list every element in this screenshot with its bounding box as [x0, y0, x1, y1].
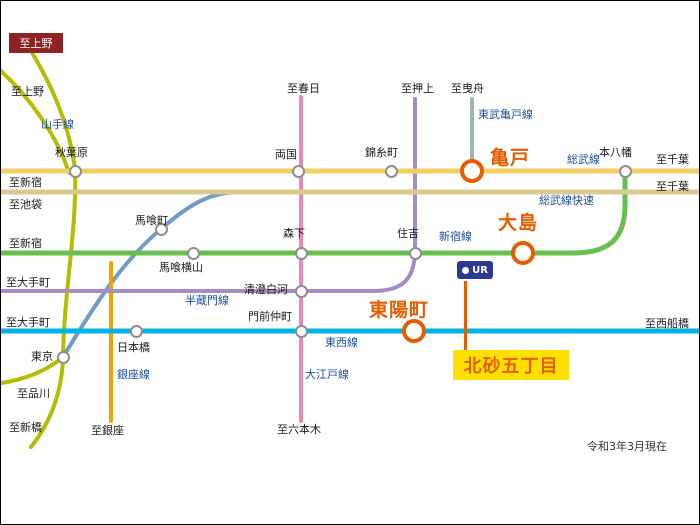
direction-label-to-ikebukuro: 至池袋: [9, 198, 42, 211]
station-marker-morishita: [294, 246, 308, 260]
corner-destination-box: 至上野: [9, 33, 63, 53]
station-label-monzen-nakacho: 門前仲町: [248, 310, 292, 323]
station-marker-kinshicho: [384, 164, 398, 178]
station-marker-bakurocho: [154, 222, 168, 236]
station-marker-monzen-nakacho: [294, 324, 308, 338]
highlight-label-kameido: 亀戸: [490, 147, 531, 169]
direction-label-to-shinagawa: 至品川: [17, 387, 50, 400]
station-label-tokyo: 東京: [31, 350, 53, 363]
station-marker-moto-yawata: [618, 164, 632, 178]
station-label-kiyosumi-shirakawa: 清澄白河: [244, 283, 288, 296]
ur-logo-icon: [462, 266, 470, 274]
line-label-ginza: 銀座線: [117, 368, 150, 381]
station-marker-sumiyoshi: [408, 246, 422, 260]
line-label-yamanote: 山手線: [41, 118, 74, 131]
direction-label-to-nishi-funabashi: 至西船橋: [645, 317, 689, 330]
station-marker-kiyosumi-shirakawa: [294, 284, 308, 298]
line-label-shinjuku: 新宿線: [439, 230, 472, 243]
direction-label-to-chiba-sobu: 至千葉: [656, 153, 689, 166]
ur-logo-badge: UR: [457, 261, 493, 279]
direction-label-to-kasuga: 至春日: [287, 82, 320, 95]
direction-label-to-chiba-rapid: 至千葉: [656, 180, 689, 193]
highlight-marker-kameido: [460, 159, 484, 183]
station-marker-akihabara: [68, 164, 82, 178]
line-label-sobu-rapid: 総武線快速: [539, 194, 594, 207]
direction-label-to-ginza: 至銀座: [91, 424, 124, 437]
station-label-sumiyoshi: 住吉: [397, 227, 419, 240]
destination-pointer-line: [464, 281, 467, 350]
station-label-bakuro-yokoyama: 馬喰横山: [159, 261, 203, 274]
station-label-akihabara: 秋葉原: [55, 146, 88, 159]
direction-label-to-shimbashi: 至新橋: [9, 421, 42, 434]
station-label-morishita: 森下: [283, 227, 305, 240]
station-marker-tokyo: [56, 350, 70, 364]
direction-label-to-roppongi: 至六本木: [277, 423, 321, 436]
direction-label-to-otemachi-hanzomon: 至大手町: [6, 276, 50, 289]
highlight-label-ojima: 大島: [498, 212, 539, 234]
highlight-marker-toyocho: [402, 319, 426, 343]
destination-label-box: 北砂五丁目: [453, 350, 569, 380]
station-marker-ryogoku: [291, 164, 305, 178]
yamanote-line-north2-path: [1, 69, 71, 175]
station-marker-nihombashi: [129, 324, 143, 338]
direction-label-to-shinjuku-toei: 至新宿: [9, 237, 42, 250]
station-label-nihombashi: 日本橋: [117, 341, 150, 354]
line-label-sobu: 総武線: [567, 153, 600, 166]
line-label-oedo: 大江戸線: [305, 368, 349, 381]
direction-label-to-otemachi-tozai: 至大手町: [6, 316, 50, 329]
line-label-tozai: 東西線: [325, 336, 358, 349]
direction-label-to-ueno: 至上野: [11, 85, 44, 98]
direction-label-to-oshiage: 至押上: [401, 82, 434, 95]
highlight-marker-ojima: [511, 241, 535, 265]
station-marker-bakuro-yokoyama: [186, 246, 200, 260]
direction-label-to-shinjuku-sobu: 至新宿: [9, 176, 42, 189]
line-label-tobu-kameido: 東武亀戸線: [478, 108, 533, 121]
direction-label-to-hikifune: 至曳舟: [451, 82, 484, 95]
map-date-note: 令和3年3月現在: [587, 440, 667, 453]
line-label-hanzomon: 半蔵門線: [185, 294, 229, 307]
station-label-moto-yawata: 本八幡: [599, 146, 632, 159]
yamanote-line-south-path: [29, 167, 78, 449]
station-label-ryogoku: 両国: [275, 148, 297, 161]
highlight-label-toyocho: 東陽町: [369, 299, 430, 321]
toei-shinjuku-line-path: [1, 171, 628, 256]
station-label-bakurocho: 馬喰町: [135, 214, 168, 227]
ur-badge-label: UR: [472, 264, 488, 276]
station-label-kinshicho: 錦糸町: [365, 146, 398, 159]
